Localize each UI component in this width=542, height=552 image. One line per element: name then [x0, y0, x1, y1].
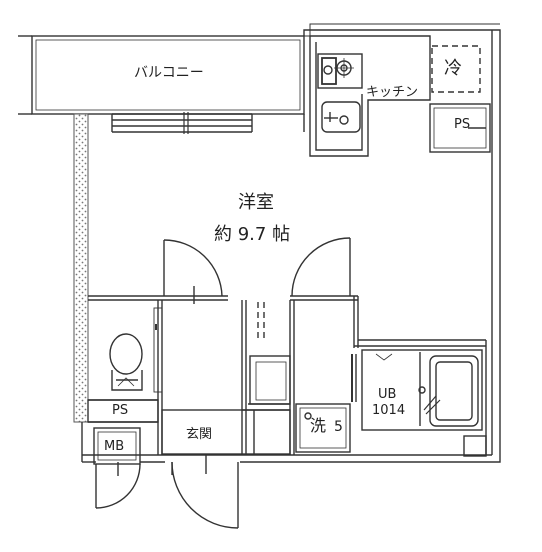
washer-label: 洗 [310, 416, 327, 435]
pipe-space-top-label: PS [454, 117, 471, 132]
western-room-label: 洋室 [238, 192, 274, 213]
washer-pan [295, 403, 351, 453]
left-wall-hatched [73, 113, 89, 423]
corner-box [463, 435, 487, 457]
room-door-left [163, 239, 223, 304]
sink-icon [321, 101, 361, 133]
pipe-space-bottom [87, 399, 159, 423]
unit-bath [351, 349, 483, 431]
refrigerator-label: 冷 [444, 58, 462, 79]
entrance-label: 玄関 [186, 427, 213, 442]
unit-bath-label: UB [378, 387, 397, 402]
pipe-space-top [429, 103, 491, 153]
refrigerator-space [431, 45, 481, 93]
meter-box [93, 427, 141, 465]
unit-bath-code: 1014 [372, 403, 406, 418]
balcony-label: バルコニー [134, 65, 204, 81]
washbasin-cabinet [248, 302, 291, 405]
kitchen-counter [309, 35, 431, 157]
meter-box-label: MB [104, 439, 125, 454]
toilet-icon [109, 307, 163, 393]
room-size-label: 約 9.7 帖 [214, 224, 291, 245]
kitchen-label: キッチン [366, 85, 419, 100]
entrance-area [161, 409, 291, 455]
outer-walls [82, 23, 501, 463]
balcony-window [111, 112, 253, 134]
stove-icon [317, 53, 363, 89]
washer-digit: 5 [334, 419, 343, 435]
pipe-space-bottom-label: PS [112, 403, 129, 418]
room-door-right [291, 237, 351, 297]
meter-box-door [95, 462, 141, 509]
entrance-door [171, 454, 239, 529]
